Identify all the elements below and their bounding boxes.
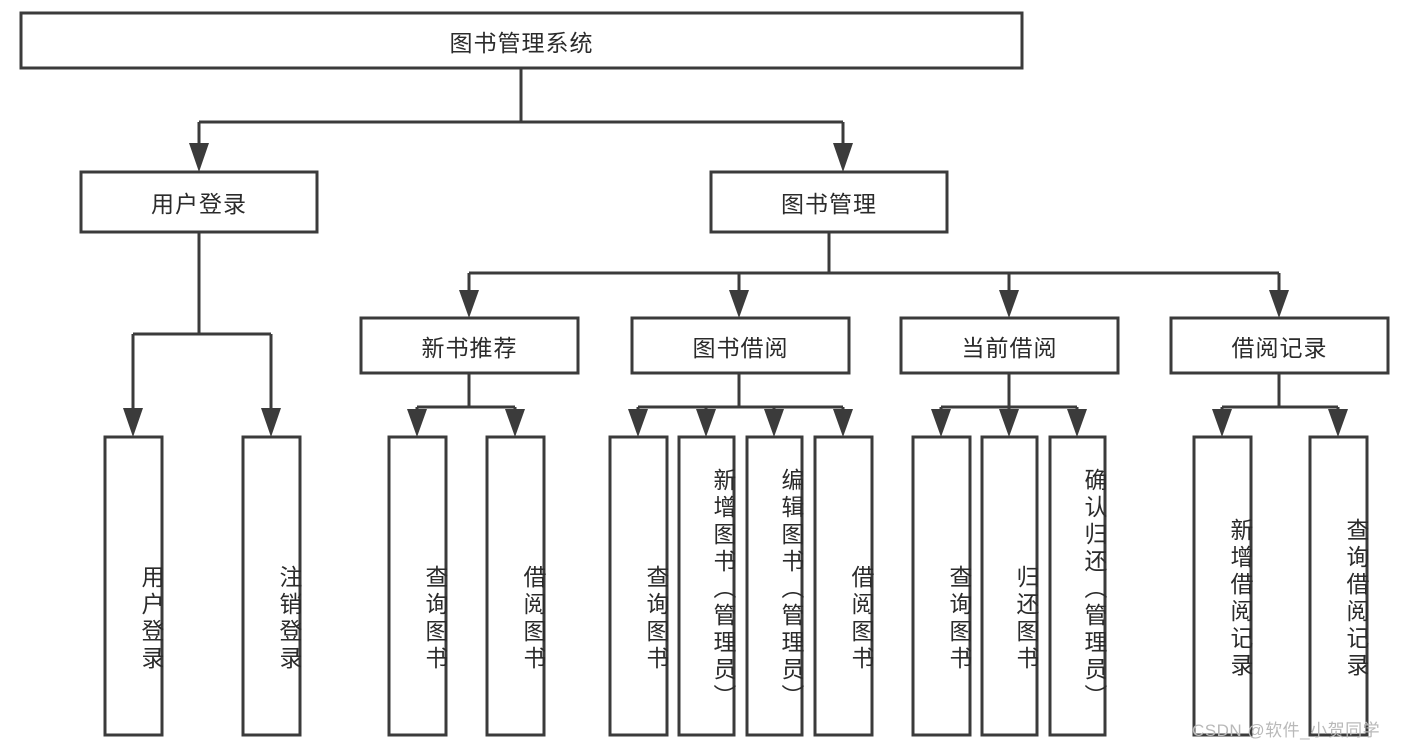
arrow-head-leaf-query-book-1 — [407, 409, 427, 437]
node-box-leaf-confirm-return[interactable] — [1048, 435, 1107, 737]
connector-book-management-to-level2 — [467, 232, 1281, 292]
arrow-head-leaf-borrow-book-1 — [505, 409, 525, 437]
node-box-book-borrow[interactable] — [630, 316, 851, 375]
arrow-head-leaf-query-record — [1328, 409, 1348, 437]
node-box-leaf-query-book-2[interactable] — [608, 435, 669, 737]
node-box-leaf-user-logout[interactable] — [241, 435, 302, 737]
node-box-leaf-return-book[interactable] — [980, 435, 1039, 737]
arrow-head-current-borrow — [999, 290, 1019, 318]
connector-book-borrow-to-leaves — [636, 373, 845, 415]
node-box-user-login[interactable] — [79, 170, 319, 234]
arrow-head-leaf-query-book-3 — [931, 409, 951, 437]
node-box-book-management[interactable] — [709, 170, 949, 234]
arrow-head-leaf-user-logout — [261, 408, 281, 437]
node-box-root[interactable] — [19, 11, 1024, 70]
node-box-borrow-record[interactable] — [1169, 316, 1390, 375]
arrow-head-leaf-return-book — [999, 409, 1019, 437]
connector-new-book-recommend-to-leaves — [415, 373, 517, 415]
arrow-head-new-book-recommend — [459, 290, 479, 318]
node-box-leaf-add-book[interactable] — [677, 435, 736, 737]
arrow-head-leaf-confirm-return — [1067, 409, 1087, 437]
node-box-leaf-borrow-book-2[interactable] — [813, 435, 874, 737]
node-box-leaf-user-login[interactable] — [103, 435, 164, 737]
node-box-leaf-add-record[interactable] — [1192, 435, 1253, 737]
arrow-head-leaf-user-login — [123, 408, 143, 437]
arrow-head-leaf-add-record — [1212, 409, 1232, 437]
arrow-head-leaf-query-book-2 — [628, 409, 648, 437]
csdn-watermark: CSDN @软件_小贺同学 — [1192, 721, 1381, 740]
connector-current-borrow-to-leaves — [939, 373, 1079, 415]
arrow-head-borrow-record — [1269, 290, 1289, 318]
connector-user-login-to-leaves — [131, 232, 273, 410]
connector-root-to-level1 — [197, 68, 845, 145]
node-box-leaf-query-book-3[interactable] — [911, 435, 972, 737]
node-box-leaf-borrow-book-1[interactable] — [485, 435, 546, 737]
arrow-head-leaf-borrow-book-2 — [833, 409, 853, 437]
arrow-head-book-borrow — [729, 290, 749, 318]
arrow-head-book-management — [833, 143, 853, 172]
arrow-head-leaf-edit-book — [764, 409, 784, 437]
node-box-leaf-query-book-1[interactable] — [387, 435, 448, 737]
node-box-leaf-query-record[interactable] — [1308, 435, 1369, 737]
arrow-head-user-login — [189, 143, 209, 172]
node-box-new-book-recommend[interactable] — [359, 316, 580, 375]
node-box-current-borrow[interactable] — [899, 316, 1120, 375]
arrow-head-leaf-add-book — [696, 409, 716, 437]
connector-borrow-record-to-leaves — [1220, 373, 1340, 415]
node-box-leaf-edit-book[interactable] — [745, 435, 804, 737]
